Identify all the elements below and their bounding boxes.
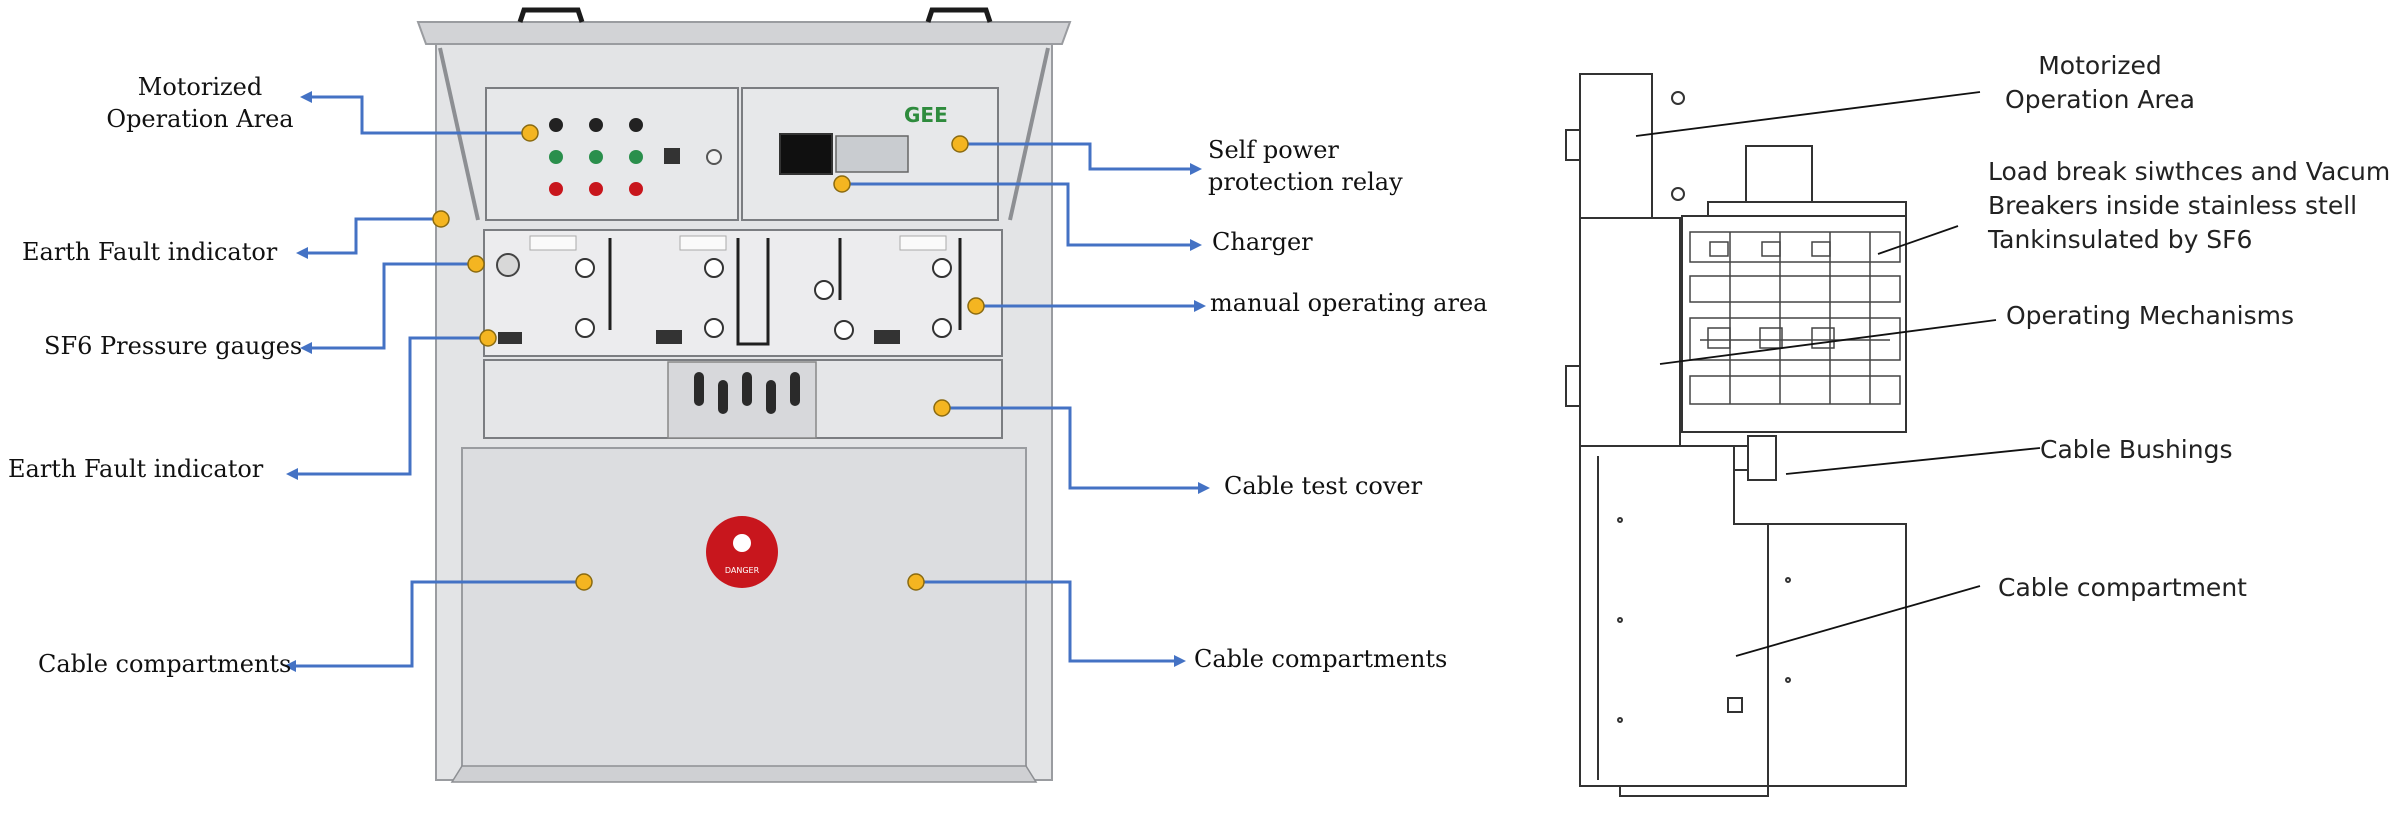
side-mechanism-detail xyxy=(1689,231,1901,405)
label-cable-test-cover: Cable test cover xyxy=(1224,472,1423,500)
marker-earth-fault-bottom xyxy=(479,329,497,347)
marker-manual xyxy=(967,297,985,315)
label-sf6-gauges: SF6 Pressure gauges xyxy=(44,332,302,360)
label-charger: Charger xyxy=(1212,228,1313,256)
sf6-gauge xyxy=(496,253,520,277)
side-label-mechanisms: Operating Mechanisms xyxy=(2006,301,2294,330)
side-label-lbs-line1: Load break siwthces and Vacum xyxy=(1988,157,2390,186)
side-label-bushings: Cable Bushings xyxy=(2040,435,2232,464)
label-motorized-line1: Motorized xyxy=(138,73,262,101)
mimic-panel xyxy=(483,229,1003,357)
front-view-cabinet: GEE xyxy=(416,7,1072,783)
door-strut-right xyxy=(1008,47,1050,221)
danger-sign-text: DANGER xyxy=(725,566,760,575)
label-self-power-line2: protection relay xyxy=(1208,168,1403,196)
side-label-compartment: Cable compartment xyxy=(1998,573,2247,602)
label-cable-comp-right: Cable compartments xyxy=(1194,645,1447,673)
side-motor-box xyxy=(1579,73,1653,219)
side-label-motorized-line1: Motorized xyxy=(2038,51,2162,80)
side-bushings xyxy=(1747,435,1777,481)
label-manual-area: manual operating area xyxy=(1210,289,1487,317)
marker-motorized xyxy=(521,124,539,142)
mimic-bus-lines xyxy=(608,238,962,346)
front-arrowheads xyxy=(284,91,1210,672)
marker-self-power xyxy=(951,135,969,153)
label-self-power-line1: Self power xyxy=(1208,136,1339,164)
side-lock xyxy=(1727,697,1743,713)
indicator-lamps xyxy=(549,118,722,196)
marker-cable-test xyxy=(933,399,951,417)
cable-compartment-door xyxy=(461,447,1027,781)
fault-indicator-unit xyxy=(498,332,522,344)
side-view-drawing xyxy=(1565,73,1907,797)
operating-holes xyxy=(575,258,952,340)
cabinet-base xyxy=(450,765,1038,783)
cover-slots xyxy=(694,372,800,414)
side-label-lbs-line2: Breakers inside stainless stell xyxy=(1988,191,2357,220)
relay-display xyxy=(779,133,833,175)
label-earth-fault-bottom: Earth Fault indicator xyxy=(8,455,264,483)
marker-sf6 xyxy=(467,255,485,273)
marker-cable-comp-left xyxy=(575,573,593,591)
side-sf6-tank xyxy=(1681,215,1907,433)
front-markers xyxy=(432,124,985,591)
label-motorized-line2: Operation Area xyxy=(106,105,293,133)
lifting-handle-right xyxy=(925,7,993,23)
marker-charger xyxy=(833,175,851,193)
side-leader-lines xyxy=(1635,91,2041,657)
cabinet-roof xyxy=(416,21,1072,45)
front-leader-lines xyxy=(294,95,1200,668)
marker-earth-fault-top xyxy=(432,210,450,228)
lifting-handle-left xyxy=(517,7,585,23)
front-labels: Motorized Operation Area Earth Fault ind… xyxy=(8,73,1487,678)
gee-logo: GEE xyxy=(904,103,948,127)
side-label-motorized-line2: Operation Area xyxy=(2005,85,2195,114)
side-label-lbs-line3: Tankinsulated by SF6 xyxy=(1987,225,2252,254)
control-panel xyxy=(485,87,739,221)
label-earth-fault-top: Earth Fault indicator xyxy=(22,238,278,266)
side-upper-body xyxy=(1579,217,1681,447)
relay-keypad xyxy=(835,135,909,173)
marker-cable-comp-right xyxy=(907,573,925,591)
side-lower-body xyxy=(1579,445,1907,787)
side-labels: Motorized Operation Area Load break siwt… xyxy=(1987,51,2390,602)
label-cable-comp-left: Cable compartments xyxy=(38,650,291,678)
